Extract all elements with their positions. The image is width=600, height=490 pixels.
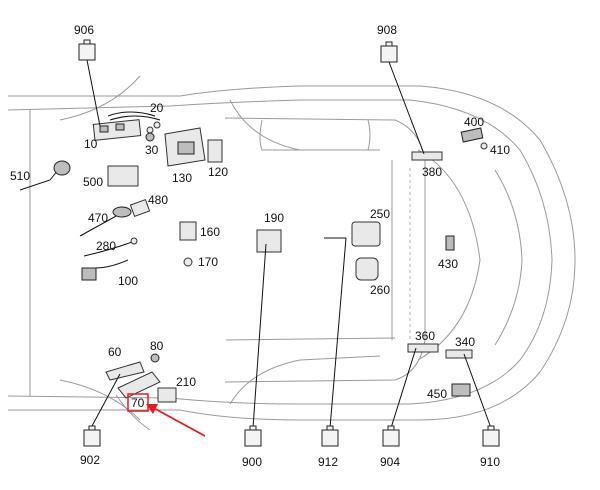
label-430: 430 [438, 257, 458, 271]
label-340: 340 [455, 335, 475, 349]
label-910: 910 [480, 455, 500, 469]
part-480-unit [129, 198, 151, 218]
connector-plug-icon [482, 425, 500, 447]
part-380-bracket [411, 151, 443, 161]
label-130: 130 [172, 171, 192, 185]
label-30: 30 [145, 143, 159, 157]
part-360-bracket [407, 343, 439, 353]
part-500-module [107, 165, 139, 187]
part-120-connector [207, 139, 223, 163]
part-labels: 906 908 20 10 30 130 120 400 410 380 510… [10, 23, 510, 469]
label-908: 908 [377, 23, 397, 37]
label-20: 20 [150, 101, 164, 115]
part-20-cable-harness [107, 111, 161, 134]
label-280: 280 [96, 239, 116, 253]
part-100-antenna [81, 259, 129, 281]
part-80-nut [150, 353, 160, 363]
label-912: 912 [318, 455, 338, 469]
highlight-box-70 [127, 393, 149, 412]
red-arrow-icon [146, 404, 206, 437]
part-60-bracket [105, 361, 145, 381]
label-906: 906 [74, 23, 94, 37]
part-30-nut [145, 132, 155, 142]
label-500: 500 [83, 175, 103, 189]
part-510-antenna-cable [19, 160, 71, 191]
part-260-cover [355, 257, 379, 281]
label-902: 902 [80, 453, 100, 467]
label-360: 360 [415, 329, 435, 343]
part-250-sensor [351, 221, 381, 247]
part-470-cable [79, 206, 132, 237]
label-210: 210 [176, 375, 196, 389]
label-470: 470 [88, 211, 108, 225]
label-190: 190 [264, 211, 284, 225]
part-340-bracket [445, 349, 473, 359]
part-10-relay-strip [92, 119, 142, 141]
label-510: 510 [10, 169, 30, 183]
label-900: 900 [242, 455, 262, 469]
label-160: 160 [200, 225, 220, 239]
label-80: 80 [150, 339, 164, 353]
part-280-cable [83, 237, 138, 257]
label-60: 60 [108, 345, 122, 359]
part-130-bracket-module [164, 127, 206, 167]
part-160-bracket [179, 221, 197, 241]
label-70: 70 [131, 396, 145, 410]
connector-plug-icon [382, 425, 400, 447]
label-170: 170 [198, 255, 218, 269]
vehicle-body-outline [7, 75, 576, 431]
connector-plug-icon [244, 425, 262, 447]
connector-plug-icon [321, 425, 339, 447]
part-210-box [157, 387, 177, 403]
leader-lines [86, 59, 492, 429]
part-400-bracket [460, 127, 484, 143]
label-100: 100 [118, 274, 138, 288]
label-904: 904 [380, 455, 400, 469]
part-190-module [256, 229, 282, 253]
label-250: 250 [370, 207, 390, 221]
part-430-bolt [445, 235, 455, 251]
connector-plug-icon [380, 41, 398, 63]
part-70-harness-module [117, 371, 161, 399]
part-170-clip [183, 257, 193, 267]
label-380: 380 [422, 165, 442, 179]
label-410: 410 [490, 143, 510, 157]
connector-plug-icon [78, 39, 96, 61]
label-120: 120 [208, 165, 228, 179]
label-400: 400 [464, 115, 484, 129]
connector-plug-icon [83, 425, 101, 447]
part-410-clip [480, 142, 488, 150]
label-260: 260 [370, 283, 390, 297]
part-450-module [451, 383, 471, 397]
label-10: 10 [84, 137, 98, 151]
label-450: 450 [427, 387, 447, 401]
label-480: 480 [148, 193, 168, 207]
